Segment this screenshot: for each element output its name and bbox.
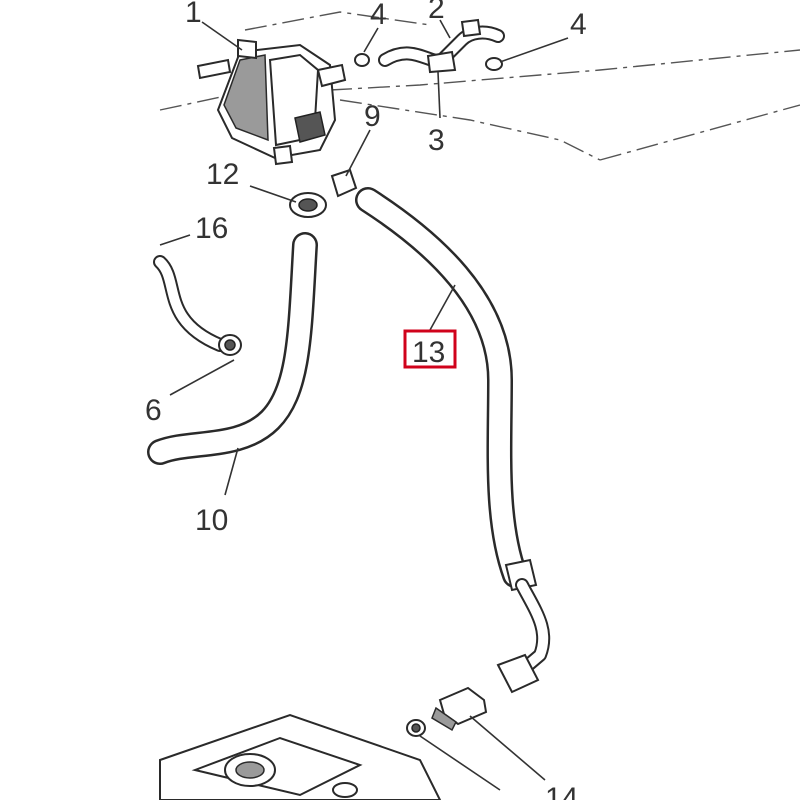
highlight-box-13 [403, 329, 457, 369]
callout-10: 10 [195, 504, 228, 537]
hose-13 [355, 187, 551, 694]
callout-1: 1 [185, 0, 202, 29]
callout-6: 6 [145, 394, 162, 427]
callout-4-right: 4 [570, 8, 587, 41]
hose-16 [153, 255, 242, 356]
reservoir-part [196, 38, 347, 166]
callout-16: 16 [195, 212, 228, 245]
hose-10 [147, 232, 318, 465]
leader-lines [159, 19, 569, 791]
callout-13[interactable]: 13 [412, 336, 445, 369]
callout-14: 14 [545, 782, 578, 800]
small-pipe-part [354, 18, 505, 74]
callout-9: 9 [364, 100, 381, 133]
reference-lines [159, 11, 800, 161]
callout-12: 12 [206, 158, 239, 191]
union-fitting-14 [406, 686, 488, 737]
callout-3: 3 [428, 124, 445, 157]
callout-2: 2 [428, 0, 445, 25]
fitting-parts [289, 168, 358, 218]
callout-4: 4 [370, 0, 387, 31]
engine-block-part [159, 713, 442, 800]
